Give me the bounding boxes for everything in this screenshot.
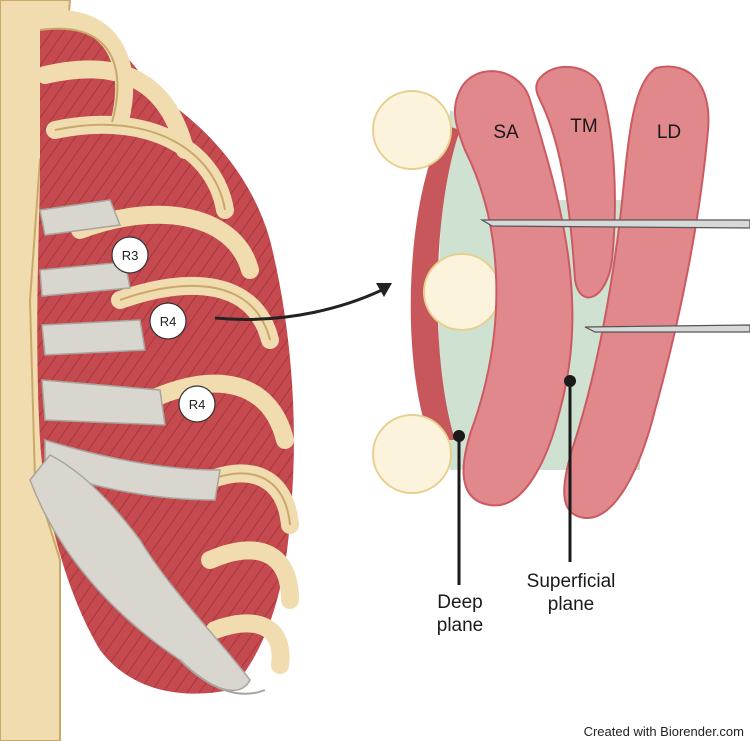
rib-1 — [31, 9, 134, 129]
ld-label: LD — [657, 122, 681, 143]
superficial-plane-label-line2: plane — [548, 594, 595, 615]
rib-cage-illustration: R3 R4 R4 — [0, 0, 299, 741]
deep-plane-label-line2: plane — [437, 615, 484, 636]
teres-major-muscle — [535, 65, 616, 299]
rib-section-upper — [372, 90, 452, 170]
needle-superficial — [584, 324, 750, 333]
rib-section-lower — [372, 414, 452, 494]
rib-section-middle — [423, 253, 501, 331]
rib-8 — [201, 541, 299, 609]
deep-plane-pointer — [453, 430, 465, 585]
rib-6 — [141, 374, 294, 449]
rib-9 — [206, 614, 290, 674]
costal-margin — [179, 659, 266, 695]
superficial-plane-pointer — [564, 375, 576, 562]
rib-label-text: R4 — [189, 397, 206, 412]
rib-label-text: R3 — [122, 248, 139, 263]
arrowhead-icon — [376, 283, 392, 297]
rib-label-r4-lower: R4 — [178, 385, 216, 423]
biorender-credit: Created with Biorender.com — [584, 724, 744, 739]
rib-label-r4-upper: R4 — [149, 302, 187, 340]
tm-label: TM — [570, 116, 597, 137]
sa-label: SA — [493, 122, 519, 143]
needle-deep — [479, 219, 750, 229]
rib-label-text: R4 — [160, 314, 177, 329]
deep-plane-label-line1: Deep — [437, 592, 482, 613]
costal-cartilages — [29, 199, 251, 691]
zoom-arrow — [214, 283, 392, 321]
rib-2 — [36, 60, 194, 159]
cross-section-illustration: SA TM LD Deep plane Superficial plane — [372, 65, 750, 636]
superficial-plane-label-line1: Superficial — [527, 571, 616, 592]
serratus-anterior-muscle — [453, 70, 574, 507]
rib-label-r3: R3 — [111, 236, 149, 274]
